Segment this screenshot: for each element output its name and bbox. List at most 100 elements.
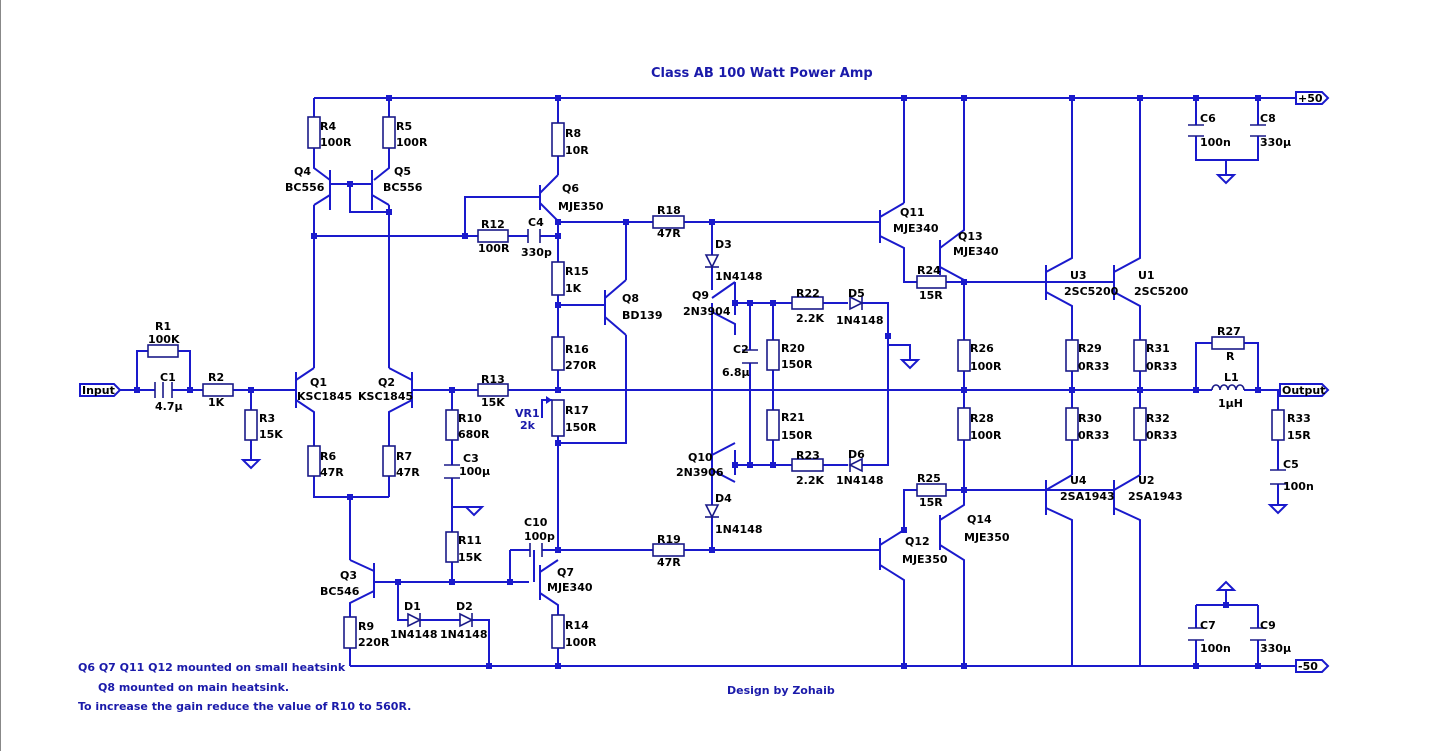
resistor-r5 (382, 116, 396, 149)
value-d6: 1N4148 (836, 474, 883, 487)
label-r23: R23 (796, 449, 820, 462)
main-heatsink-note: Q8 mounted on main heatsink. (98, 681, 290, 694)
label-r16: R16 (565, 343, 589, 356)
value-r12: 100R (478, 242, 510, 255)
value-d3: 1N4148 (715, 270, 762, 283)
inductor-l1 (1211, 384, 1245, 391)
capacitor-c4 (527, 229, 541, 243)
resistor-r13 (477, 383, 509, 397)
label-q14: Q14 (967, 513, 992, 526)
label-r12: R12 (481, 218, 505, 231)
value-r11: 15K (458, 551, 482, 564)
value-r19: 47R (657, 556, 681, 569)
resistor-r29 (1065, 339, 1079, 372)
label-r14: R14 (565, 619, 589, 632)
label-r2: R2 (208, 371, 224, 384)
resistor-r7 (382, 445, 396, 477)
label-q5: Q5 (394, 165, 411, 178)
resistor-r32 (1133, 407, 1147, 441)
pos-rail-port[interactable]: +50 (1295, 91, 1330, 105)
value-u2: 2SA1943 (1128, 490, 1183, 503)
label-d3: D3 (715, 238, 732, 251)
value-r21: 150R (781, 429, 813, 442)
value-r13: 15K (481, 396, 505, 409)
resistors (147, 116, 1285, 649)
label-r11: R11 (458, 534, 482, 547)
value-q6: MJE350 (558, 200, 604, 213)
label-c9: C9 (1260, 619, 1276, 632)
value-r5: 100R (396, 136, 428, 149)
label-r31: R31 (1146, 342, 1170, 355)
value-r18: 47R (657, 227, 681, 240)
diode-d6 (848, 457, 863, 473)
resistor-r3 (244, 409, 258, 441)
diode-d4 (704, 504, 720, 519)
value-q10: 2N3906 (676, 466, 724, 479)
label-q6: Q6 (562, 182, 579, 195)
value-r22: 2.2K (796, 312, 824, 325)
diagram-title: Class AB 100 Watt Power Amp (651, 66, 873, 81)
resistor-r18 (652, 215, 685, 229)
label-q2: Q2 (378, 376, 395, 389)
label-c8: C8 (1260, 112, 1276, 125)
label-r5: R5 (396, 120, 412, 133)
value-c5: 100n (1283, 480, 1314, 493)
value-q11: MJE340 (893, 222, 939, 235)
output-port[interactable]: Output (1279, 383, 1330, 397)
label-r4: R4 (320, 120, 336, 133)
resistor-r22 (791, 296, 824, 310)
value-q12: MJE350 (902, 553, 948, 566)
neg-rail-port[interactable]: -50 (1295, 659, 1330, 673)
resistor-r28 (957, 407, 971, 441)
resistor-r14 (551, 614, 565, 649)
resistor-r2 (202, 383, 234, 397)
value-r4: 100R (320, 136, 352, 149)
label-r1: R1 (155, 320, 171, 333)
label-r27: R27 (1217, 325, 1241, 338)
label-q4: Q4 (294, 165, 311, 178)
value-u3: 2SC5200 (1064, 285, 1119, 298)
gain-note: To increase the gain reduce the value of… (78, 700, 412, 713)
value-r27: R (1226, 350, 1235, 363)
label-u3: U3 (1070, 269, 1087, 282)
capacitor-c3 (444, 464, 460, 479)
label-r28: R28 (970, 412, 994, 425)
resistor-r20 (766, 339, 780, 371)
resistor-r26 (957, 339, 971, 372)
label-c5: C5 (1283, 458, 1299, 471)
label-r18: R18 (657, 204, 681, 217)
heatsink-note: Q6 Q7 Q11 Q12 mounted on small heatsink (78, 661, 346, 674)
value-c10: 100p (524, 530, 555, 543)
resistor-r23 (791, 458, 824, 472)
capacitor-c6 (1188, 124, 1204, 137)
resistor-r8 (551, 122, 565, 157)
resistor-r30 (1065, 407, 1079, 441)
resistor-r9 (343, 616, 357, 649)
resistor-r11 (445, 531, 459, 563)
value-r6: 47R (320, 466, 344, 479)
value-q2: KSC1845 (358, 390, 413, 403)
label-l1: L1 (1224, 371, 1239, 384)
output-port-label: Output (1282, 384, 1325, 397)
resistor-r27 (1211, 336, 1245, 350)
label-d2: D2 (456, 600, 473, 613)
label-d4: D4 (715, 492, 732, 505)
value-d2: 1N4148 (440, 628, 487, 641)
input-port[interactable]: Input (79, 383, 122, 397)
value-r32: 0R33 (1146, 429, 1177, 442)
value-r2: 1K (208, 396, 225, 409)
value-r29: 0R33 (1078, 360, 1109, 373)
value-c6: 100n (1200, 136, 1231, 149)
label-r20: R20 (781, 342, 805, 355)
label-r29: R29 (1078, 342, 1102, 355)
label-c2: C2 (733, 343, 749, 356)
value-c4: 330p (521, 246, 552, 259)
label-r17: R17 (565, 404, 589, 417)
resistor-r16 (551, 336, 565, 371)
value-r15: 1K (565, 282, 582, 295)
value-r24: 15R (919, 289, 943, 302)
value-q8: BD139 (622, 309, 662, 322)
value-r28: 100R (970, 429, 1002, 442)
pos-rail-label: +50 (1298, 92, 1323, 105)
